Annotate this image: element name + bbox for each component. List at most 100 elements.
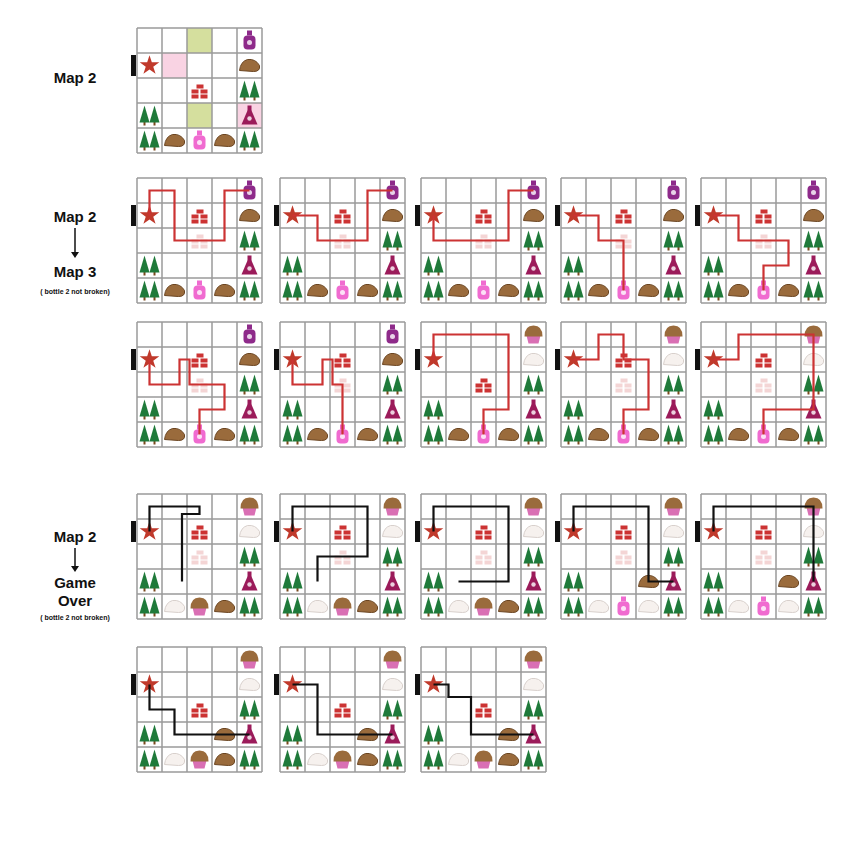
door-bar bbox=[131, 55, 136, 76]
grid-line bbox=[545, 178, 547, 303]
game-grid bbox=[415, 178, 546, 303]
grid-line bbox=[421, 543, 546, 545]
grid-line bbox=[421, 646, 546, 648]
grid-line bbox=[421, 618, 546, 620]
grid-line bbox=[379, 178, 381, 303]
grid-line bbox=[279, 494, 281, 619]
tile-icon bbox=[524, 525, 544, 537]
tile-icon bbox=[192, 210, 208, 224]
grid-line bbox=[304, 647, 306, 772]
tile-icon bbox=[704, 597, 724, 617]
game-grid bbox=[274, 322, 405, 447]
grid-line bbox=[445, 494, 447, 619]
tile-icon bbox=[358, 600, 378, 612]
tile-icon bbox=[383, 525, 403, 537]
grid-line bbox=[800, 178, 802, 303]
grid-line bbox=[701, 202, 826, 204]
grid-line bbox=[421, 696, 546, 698]
grid-line bbox=[137, 671, 262, 673]
row-label: Map 2 bbox=[54, 69, 97, 87]
tile-icon bbox=[192, 526, 208, 540]
game-grid bbox=[695, 178, 826, 303]
grid-line bbox=[137, 202, 262, 204]
tile-icon bbox=[215, 600, 235, 612]
grid-line bbox=[545, 322, 547, 447]
tile-icon bbox=[334, 751, 352, 769]
tile-icon bbox=[384, 498, 402, 516]
tile-icon bbox=[240, 353, 260, 365]
grid-line bbox=[404, 494, 406, 619]
game-grid bbox=[415, 322, 546, 447]
tile-icon bbox=[524, 231, 544, 251]
tile-icon bbox=[383, 209, 403, 221]
tile-icon bbox=[140, 131, 160, 151]
grid-line bbox=[421, 396, 546, 398]
grid-line bbox=[354, 322, 356, 447]
tile-icon bbox=[383, 597, 403, 617]
route-line bbox=[714, 507, 814, 582]
grid-line bbox=[280, 321, 405, 323]
grid-line bbox=[685, 494, 687, 619]
grid-line bbox=[137, 518, 262, 520]
tile-icon bbox=[499, 600, 519, 612]
tile-icon bbox=[525, 326, 543, 344]
tile-icon bbox=[779, 284, 799, 296]
grid-line bbox=[585, 494, 587, 619]
grid-line bbox=[800, 494, 802, 619]
tile-icon bbox=[165, 134, 185, 146]
tile-icon bbox=[476, 379, 492, 393]
door-bar bbox=[131, 674, 136, 695]
grid-line bbox=[137, 746, 262, 748]
grid-line bbox=[354, 647, 356, 772]
tile-icon bbox=[704, 425, 724, 445]
grid-line bbox=[420, 647, 422, 772]
grid-line bbox=[379, 647, 381, 772]
grid-line bbox=[421, 518, 546, 520]
grid-line bbox=[280, 696, 405, 698]
grid-line bbox=[660, 322, 662, 447]
tile-icon bbox=[806, 256, 822, 275]
grid-line bbox=[421, 371, 546, 373]
tile-icon bbox=[424, 400, 444, 420]
route-line bbox=[434, 507, 509, 582]
tile-icon bbox=[215, 134, 235, 146]
grid-line bbox=[261, 322, 263, 447]
game-grid bbox=[274, 647, 405, 772]
tile-icon bbox=[191, 751, 209, 769]
door-bar bbox=[274, 205, 279, 226]
route-line bbox=[714, 335, 814, 435]
tile-icon bbox=[140, 55, 160, 74]
tile-icon bbox=[241, 498, 259, 516]
door-bar bbox=[415, 521, 420, 542]
tile-icon bbox=[240, 59, 260, 71]
grid-line bbox=[137, 102, 262, 104]
cell-fill bbox=[162, 53, 187, 78]
tile-icon bbox=[240, 375, 260, 395]
tile-icon bbox=[756, 551, 772, 565]
route-line bbox=[293, 360, 343, 435]
grid-line bbox=[420, 178, 422, 303]
tile-icon bbox=[804, 231, 824, 251]
grid-line bbox=[404, 322, 406, 447]
grid-line bbox=[137, 771, 262, 773]
tile-icon bbox=[140, 256, 160, 276]
grid-line bbox=[610, 322, 612, 447]
tile-icon bbox=[337, 281, 349, 300]
grid-line bbox=[445, 647, 447, 772]
tile-icon bbox=[756, 379, 772, 393]
tile-icon bbox=[240, 425, 260, 445]
grid-line bbox=[445, 322, 447, 447]
door-bar bbox=[695, 205, 700, 226]
tile-icon bbox=[335, 210, 351, 224]
game-grid bbox=[274, 178, 405, 303]
door-bar bbox=[274, 521, 279, 542]
route-line bbox=[150, 191, 250, 241]
tile-icon bbox=[668, 181, 680, 200]
tile-icon bbox=[664, 525, 684, 537]
grid-line bbox=[136, 178, 138, 303]
grid-line bbox=[701, 446, 826, 448]
tile-icon bbox=[240, 131, 260, 151]
grid-line bbox=[421, 321, 546, 323]
tile-icon bbox=[729, 600, 749, 612]
tile-icon bbox=[192, 85, 208, 99]
